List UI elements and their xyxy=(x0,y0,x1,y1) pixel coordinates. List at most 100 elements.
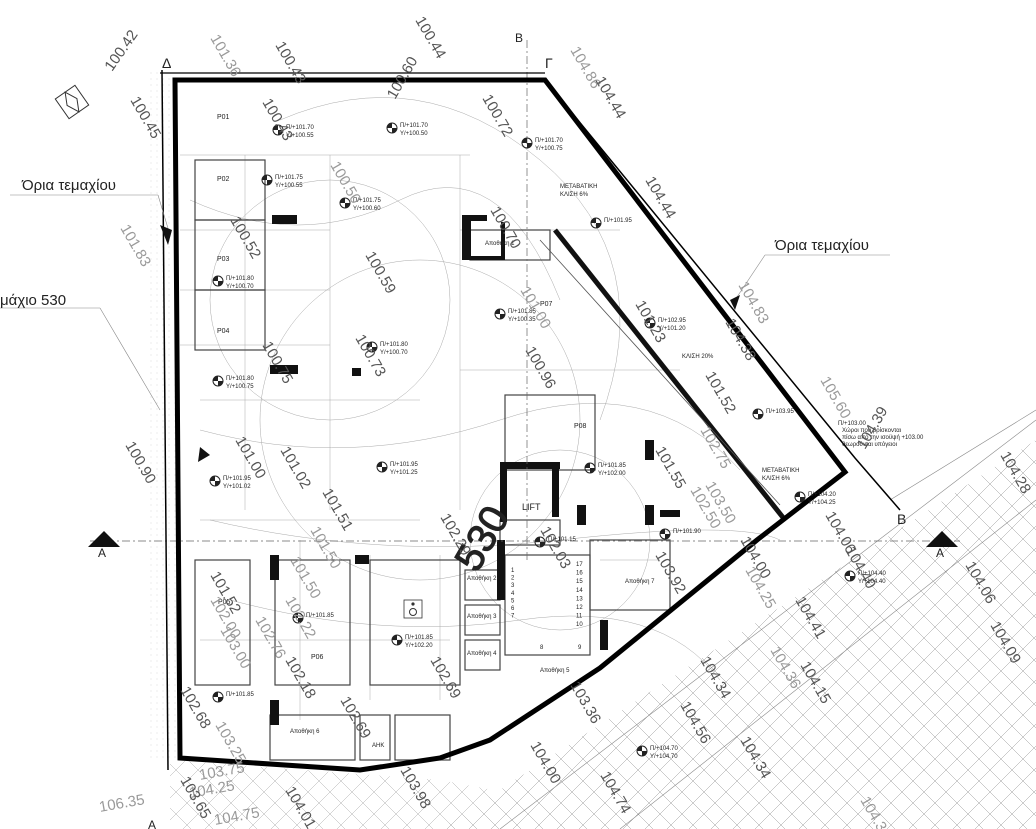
section-arrow-left xyxy=(88,531,120,547)
storage-2: Αποθήκη 2 xyxy=(467,575,497,582)
spot-level-bottom: Υ/+100.75 xyxy=(226,384,254,390)
parking-p03: P03 xyxy=(217,256,230,263)
spot-level-top: Π/+104.40 xyxy=(858,571,887,577)
contour-elevation-label: 100.75 xyxy=(259,339,297,387)
corner-beta-top: Β xyxy=(515,31,523,45)
spot-level-quadrants xyxy=(495,309,505,319)
spot-level-marker: Π/+104.40Υ/+104.40 xyxy=(844,570,887,585)
spot-level-marker: Π/+101.80Υ/+100.70 xyxy=(366,341,409,356)
spot-level-quadrants xyxy=(591,218,601,228)
spot-level-marker: Π/+103.95 xyxy=(752,408,795,420)
corner-beta-right: Β xyxy=(897,511,906,527)
corner-delta: Δ xyxy=(162,55,171,71)
room-ahk: ΑΗΚ xyxy=(372,743,384,749)
parking-p05: P05 xyxy=(218,599,231,606)
stair-step: 13 xyxy=(576,596,583,602)
spot-level-quadrants xyxy=(210,476,220,486)
spot-level-bottom: Υ/+100.55 xyxy=(275,183,303,189)
spot-level-top: Π/+101.80 xyxy=(380,342,409,348)
spot-level-marker: Π/+101.85 xyxy=(292,612,335,624)
spot-level-marker: Π/+101.15 xyxy=(534,536,577,548)
spot-level-quadrants xyxy=(273,125,283,135)
spot-level-marker: Π/+101.70Υ/+100.75 xyxy=(521,137,564,152)
spot-level-marker: Π/+101.85Υ/+102.00 xyxy=(584,462,627,477)
ramp-line xyxy=(539,239,781,506)
spot-level-marker: Π/+101.70Υ/+100.50 xyxy=(386,122,429,137)
spot-level-quadrants xyxy=(753,409,763,419)
contour-elevation-label: 103.00 xyxy=(217,624,255,672)
road-hatch-lower xyxy=(170,760,700,829)
spot-level-top: Π/+101.90 xyxy=(673,529,702,535)
ramp-top-title: ΜΕΤΑΒΑΤΙΚΗ xyxy=(560,184,597,190)
contour-elevation-label: 101.50 xyxy=(287,554,325,602)
inner-lift-shaft xyxy=(465,222,505,260)
spot-level-marker: Π/+102.95Υ/+101.20 xyxy=(644,317,687,332)
spot-level-marker: Π/+104.70Υ/+104.70 xyxy=(636,745,679,760)
plot-boundary-label-right: Όρια τεμαχίου xyxy=(774,237,869,254)
stair-step: 5 xyxy=(511,598,515,604)
corner-gamma: Γ xyxy=(545,55,553,71)
spot-level-quadrants xyxy=(213,376,223,386)
spot-level-top: Π/+101.70 xyxy=(535,138,564,144)
contour-elevation-label: 101.50 xyxy=(307,524,345,572)
spot-level-bottom: Υ/+101.25 xyxy=(390,470,418,476)
spot-level-bottom: Υ/+100.75 xyxy=(535,146,563,152)
spot-level-marker: Π/+101.75Υ/+100.60 xyxy=(339,197,382,212)
spot-level-marker: Π/+101.90 xyxy=(659,528,702,540)
spot-level-bottom: Υ/+100.50 xyxy=(400,131,428,137)
spot-level-top: Π/+104.20 xyxy=(808,492,837,498)
contour-elevation-label: 102.69 xyxy=(427,654,465,702)
contour-elevation-label: 101.51 xyxy=(319,486,357,534)
ramp-bottom-title: ΜΕΤΑΒΑΤΙΚΗ xyxy=(762,468,799,474)
building-walls xyxy=(194,159,671,761)
spot-level-bottom: Υ/+102.20 xyxy=(405,643,433,649)
note-line-2: Χώροι που βρίσκονται xyxy=(842,428,902,434)
spot-level-quadrants xyxy=(387,123,397,133)
spot-level-marker: Π/+101.75Υ/+100.55 xyxy=(261,174,304,189)
spot-level-quadrants xyxy=(660,529,670,539)
wheelchair-icon xyxy=(403,599,423,619)
storage-1: Αποθήκη 1 xyxy=(485,240,515,247)
stair-step: 1 xyxy=(511,568,515,574)
spot-level-marker: Π/+101.85 xyxy=(212,691,255,703)
spot-level-bottom: Υ/+104.40 xyxy=(858,579,886,585)
spot-level-bottom: Υ/+100.60 xyxy=(353,206,381,212)
stair-step: 6 xyxy=(511,606,515,612)
north-arrow-icon xyxy=(54,84,90,120)
ramp-bottom-slope: ΚΛΙΣΗ 6% xyxy=(762,476,791,482)
section-arrow-right xyxy=(926,531,958,547)
pointer-arrow-right xyxy=(730,295,740,310)
spot-level-top: Π/+101.75 xyxy=(275,175,304,181)
spot-level-marker: Π/+101.95Υ/+101.25 xyxy=(376,461,419,476)
storage-7: Αποθήκη 7 xyxy=(625,578,655,585)
spot-level-top: Π/+104.70 xyxy=(650,746,679,752)
spot-level-quadrants xyxy=(795,492,805,502)
spot-level-marker: Π/+101.70Υ/+100.55 xyxy=(272,124,315,139)
contour-elevation-label: 100.44 xyxy=(412,14,450,62)
stair-step: 16 xyxy=(576,571,583,577)
spot-level-top: Π/+103.95 xyxy=(766,409,795,415)
stair-step: 4 xyxy=(511,591,515,597)
spot-level-top: Π/+101.70 xyxy=(286,125,315,131)
spot-level-quadrants xyxy=(213,692,223,702)
spot-level-quadrants xyxy=(392,635,402,645)
contour-elevation-label: 101.83 xyxy=(117,222,155,270)
note-line-1: Π/+103.00 xyxy=(838,421,867,427)
contour-elevation-label: 100.43 xyxy=(259,96,297,144)
contour-elevation-label: 100.59 xyxy=(362,249,400,297)
spot-level-top: Π/+101.80 xyxy=(226,376,255,382)
spot-level-top: Π/+101.15 xyxy=(548,537,577,543)
spot-level-bottom: Υ/+100.70 xyxy=(226,284,254,290)
parking-p01: P01 xyxy=(217,114,230,121)
spot-level-quadrants xyxy=(367,342,377,352)
spot-level-bottom: Υ/+100.35 xyxy=(508,317,536,323)
contour-elevation-label: 103.92 xyxy=(652,549,690,597)
contour-elevation-label: 100.52 xyxy=(227,214,265,262)
spot-level-marker: Π/+101.95Υ/+101.02 xyxy=(209,475,252,490)
spot-level-top: Π/+101.95 xyxy=(390,462,419,468)
stair-step: 10 xyxy=(576,622,583,628)
pointer-arrow-left xyxy=(160,225,172,245)
contour-elevation-label: 102.03 xyxy=(537,524,575,572)
